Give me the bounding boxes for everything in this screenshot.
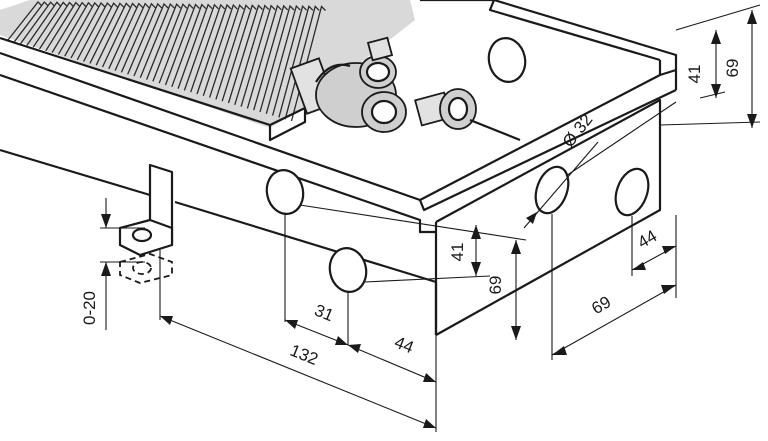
knockout-holes	[265, 37, 650, 293]
fin-line	[158, 3, 194, 84]
fin-line	[145, 3, 182, 80]
trench-body	[0, 0, 678, 336]
fin-line	[253, 4, 289, 111]
fin-line	[32, 1, 68, 48]
fin-line	[265, 4, 301, 114]
label-31: 31	[312, 301, 337, 326]
fin-line	[70, 1, 106, 59]
label-41-front: 41	[448, 243, 467, 262]
fin-line	[164, 3, 200, 86]
label-leveling-range: 0-20	[80, 291, 99, 325]
fin-line	[271, 4, 308, 116]
fin-line	[183, 3, 219, 91]
fin-line	[234, 4, 270, 105]
fin-line	[76, 2, 112, 61]
label-69-front: 69	[486, 276, 505, 295]
fin-line	[95, 2, 131, 66]
front-hole-lower	[328, 247, 368, 293]
label-44-end: 44	[634, 226, 660, 252]
fin-line	[171, 3, 207, 88]
valve-assembly	[289, 36, 477, 133]
fin-line	[133, 2, 169, 77]
fin-line	[127, 2, 163, 75]
label-132: 132	[287, 341, 320, 369]
fin-line	[83, 2, 119, 62]
fin-line	[215, 4, 251, 100]
fin-line	[208, 3, 245, 98]
fin-line	[101, 2, 137, 68]
leveling-bracket	[118, 163, 174, 284]
rear-hole	[487, 37, 527, 83]
fin-line	[139, 2, 175, 79]
fin-line	[196, 3, 232, 95]
fin-line	[202, 3, 238, 97]
fin-line	[152, 3, 188, 82]
fin-line	[26, 1, 62, 46]
fin-line	[7, 1, 43, 41]
fin-line	[190, 3, 226, 93]
fin-line	[114, 2, 150, 71]
fin-line	[221, 4, 257, 102]
label-44-front: 44	[392, 333, 417, 358]
fin-line	[57, 1, 93, 55]
fin-line	[64, 1, 100, 57]
fin-line	[51, 1, 87, 53]
label-41-top: 41	[685, 65, 704, 84]
front-hole-upper	[265, 169, 305, 215]
fin-line	[38, 1, 74, 50]
fin-line	[108, 2, 144, 70]
fin-line	[45, 1, 81, 52]
label-69-end: 69	[588, 292, 614, 318]
fin-line	[177, 3, 213, 89]
fin-line	[278, 5, 314, 118]
dimension-lines	[100, 4, 761, 432]
end-hole-right	[614, 167, 650, 217]
fin-line	[20, 1, 56, 44]
fin-line	[246, 4, 282, 109]
fin-line	[13, 1, 49, 43]
fin-line	[120, 2, 156, 73]
fin-line	[227, 4, 263, 104]
fin-line	[240, 4, 276, 107]
fin-line	[89, 2, 125, 64]
label-69-top: 69	[723, 59, 742, 78]
fin-line	[259, 4, 295, 113]
end-hole-left	[534, 165, 570, 215]
